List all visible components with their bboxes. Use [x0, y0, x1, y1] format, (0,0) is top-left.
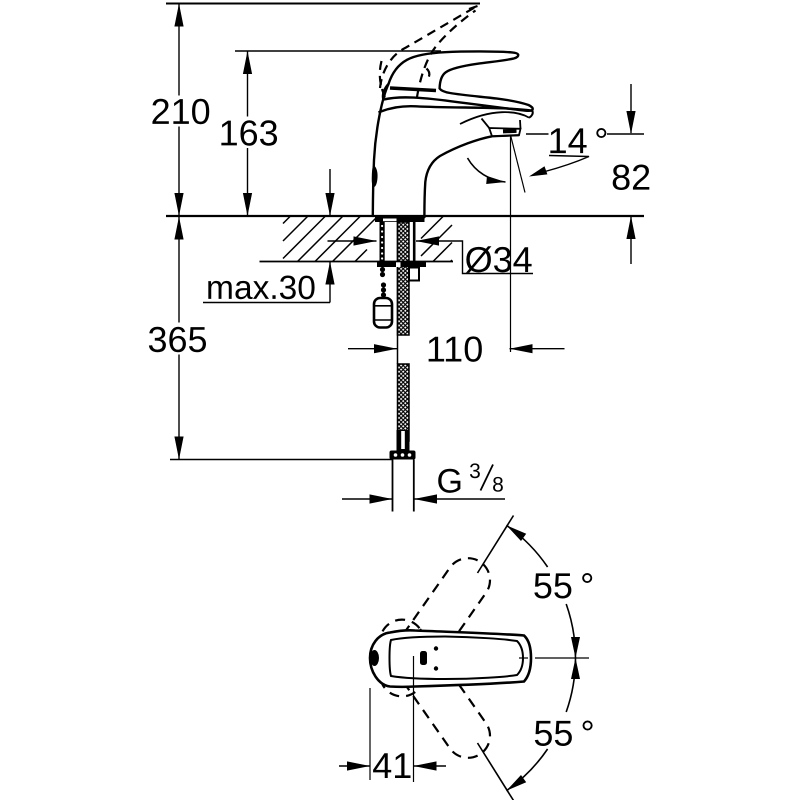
svg-text:8: 8: [492, 474, 504, 497]
svg-text:G: G: [436, 463, 462, 501]
svg-text:163: 163: [219, 112, 279, 153]
svg-text:3: 3: [469, 460, 481, 483]
svg-text:14°: 14°: [548, 120, 609, 161]
svg-text:41: 41: [372, 745, 412, 786]
svg-text:Ø34: Ø34: [465, 239, 533, 280]
svg-text:max.30: max.30: [206, 270, 316, 307]
svg-text:365: 365: [147, 319, 207, 360]
svg-text:210: 210: [151, 91, 211, 132]
svg-text:82: 82: [611, 157, 651, 198]
svg-text:110: 110: [426, 329, 483, 370]
svg-text:55°: 55°: [533, 713, 594, 754]
svg-text:55°: 55°: [533, 565, 594, 606]
